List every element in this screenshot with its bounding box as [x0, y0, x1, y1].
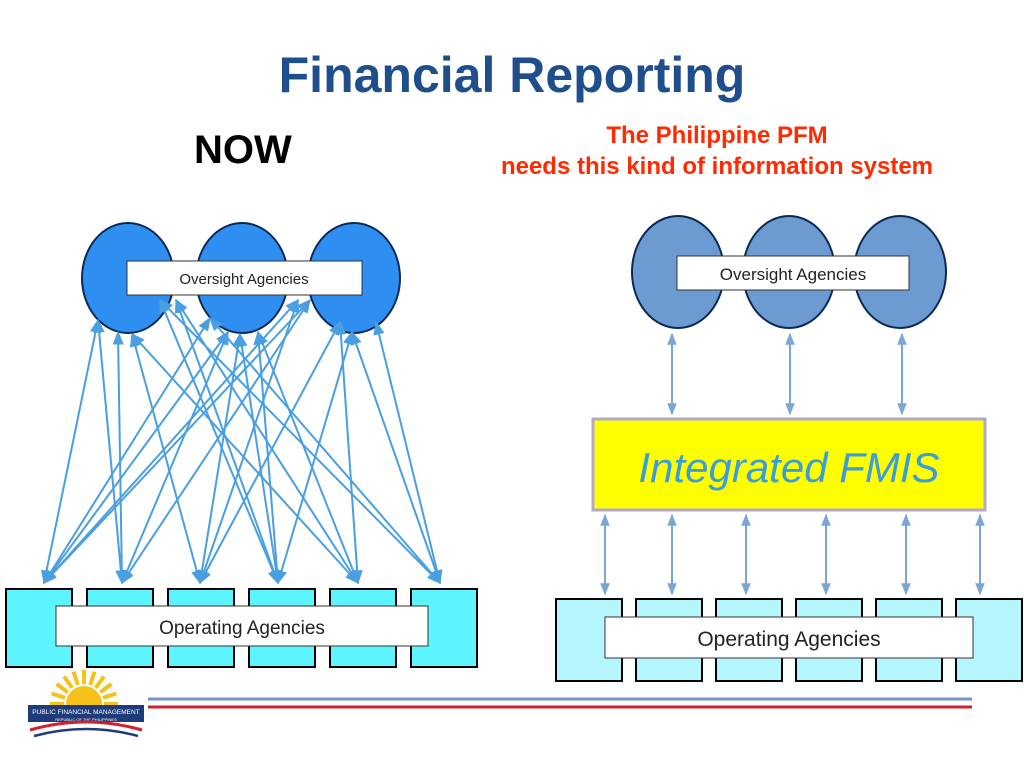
- right-arrows: [600, 332, 985, 596]
- logo-swoosh-red: [29, 720, 143, 732]
- logo-sun-rays: [50, 670, 118, 706]
- pfm-logo: PUBLIC FINANCIAL MANAGEMENT REPUBLIC OF …: [28, 670, 144, 738]
- subtitle-line-1: The Philippine PFM: [606, 122, 828, 149]
- left-operating-label: Operating Agencies: [159, 618, 325, 639]
- slide-title: Financial Reporting: [278, 47, 746, 103]
- right-operating-label-box: [604, 616, 974, 659]
- logo-sun-ray: [62, 675, 74, 689]
- left-arrow: [41, 318, 101, 585]
- right-operating-label: Operating Agencies: [697, 628, 880, 651]
- logo-sun-ray: [88, 671, 97, 686]
- left-arrow: [121, 298, 311, 585]
- logo-text-band: [28, 705, 144, 722]
- left-arrow: [43, 316, 211, 585]
- left-diagram: Oversight Agencies Operating Agencies: [5, 222, 478, 668]
- fmis-box: [591, 417, 987, 512]
- logo-sun-ray: [55, 682, 69, 694]
- left-operating-label-box: [55, 605, 429, 647]
- logo-sun-ray: [71, 671, 80, 686]
- logo-sun-ray: [99, 682, 113, 694]
- left-oversight-label-box: [126, 260, 363, 296]
- logo-swoosh-blue: [33, 727, 139, 738]
- left-arrow: [350, 330, 442, 585]
- left-arrow: [159, 299, 441, 584]
- subtitle-line-2: needs this kind of information system: [500, 153, 934, 180]
- now-label: NOW: [194, 128, 292, 172]
- right-oversight-label-box: [676, 255, 910, 291]
- logo-sun-ray: [51, 691, 66, 700]
- left-arrows: [41, 298, 443, 585]
- subtitle: The Philippine PFM needs this kind of in…: [430, 120, 1004, 182]
- logo-sun-ray: [102, 691, 117, 700]
- left-arrow: [198, 298, 300, 585]
- left-arrow: [175, 298, 279, 585]
- right-diagram: Oversight Agencies Integrated FMIS Opera…: [555, 215, 1023, 682]
- logo-text-line-1: PUBLIC FINANCIAL MANAGEMENT: [32, 709, 139, 716]
- fmis-label: Integrated FMIS: [638, 444, 939, 491]
- right-oversight-label: Oversight Agencies: [720, 265, 866, 284]
- left-oversight-label: Oversight Agencies: [179, 271, 308, 288]
- left-arrow: [373, 320, 443, 585]
- logo-text-line-2: REPUBLIC OF THE PHILIPPINES: [55, 717, 117, 722]
- logo-sun-ray: [94, 675, 106, 689]
